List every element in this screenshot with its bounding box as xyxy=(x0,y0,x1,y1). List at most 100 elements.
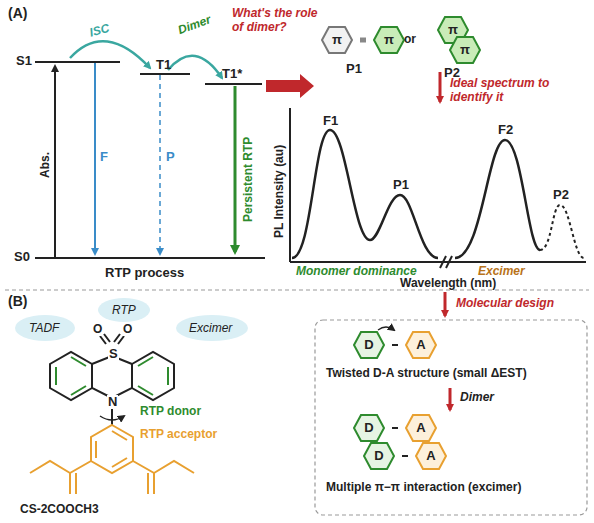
atom-label: S xyxy=(108,347,119,361)
drawing-stroke xyxy=(91,425,133,473)
region-label: Excimer xyxy=(478,264,525,278)
note-label: Ideal spectrum to identify it xyxy=(450,76,570,104)
drawing-stroke xyxy=(168,56,222,78)
process-label: F xyxy=(100,150,108,164)
drawing-stroke xyxy=(111,409,113,425)
property-label: Excimer xyxy=(189,321,232,335)
drawing-stroke xyxy=(15,298,248,341)
drawing-stroke xyxy=(100,416,124,420)
hexagon-ring: π xyxy=(314,26,360,54)
state-label: T1* xyxy=(222,67,242,81)
drawing-stroke xyxy=(54,66,56,257)
drawing-stroke xyxy=(444,292,447,316)
drawing-stroke xyxy=(290,261,586,263)
drawing-stroke xyxy=(449,388,452,410)
drawing-stroke xyxy=(176,315,248,341)
drawing-stroke xyxy=(35,257,265,259)
ring-label: A xyxy=(408,442,454,470)
drawing-stroke xyxy=(56,357,86,395)
role-label: RTP donor xyxy=(140,404,201,418)
hexagon-ring: D xyxy=(356,442,402,470)
drawing-stroke xyxy=(315,320,587,515)
hexagon-ring: A xyxy=(398,331,444,359)
drawing-stroke xyxy=(289,108,291,262)
process-label: Dimer xyxy=(460,390,494,404)
drawing-stroke xyxy=(138,357,168,395)
drawing-stroke xyxy=(140,73,190,75)
question-label: What's the role of dimer? xyxy=(232,6,332,34)
drawing-stroke xyxy=(96,431,127,467)
role-label: RTP acceptor xyxy=(140,427,217,441)
bond-connector xyxy=(392,427,398,429)
drawing-stroke xyxy=(446,256,452,268)
process-label: P xyxy=(166,150,175,164)
property-label: TADF xyxy=(29,321,59,335)
drawing-stroke xyxy=(234,86,237,252)
ring-label: π xyxy=(314,26,360,54)
drawing-stroke xyxy=(439,72,442,102)
bond-connector xyxy=(360,38,366,43)
peak-label: F1 xyxy=(323,114,338,128)
state-label: S0 xyxy=(14,250,30,264)
property-label: RTP xyxy=(112,303,136,317)
ring-label: A xyxy=(398,331,444,359)
ring-label: π xyxy=(442,36,488,64)
axis-label: PL Intensity (au) xyxy=(272,145,286,238)
panel-label: (B) xyxy=(8,294,27,308)
drawing-stroke xyxy=(50,352,92,400)
design-label: Multiple π−π interaction (excimer) xyxy=(326,480,521,494)
conjunction-label: or xyxy=(404,32,416,46)
state-label: S1 xyxy=(16,54,32,68)
bond-connector xyxy=(392,344,398,346)
drawing-stroke xyxy=(94,63,96,254)
hexagon-ring: π xyxy=(442,36,488,64)
caption-label: RTP process xyxy=(105,266,184,280)
drawing-stroke xyxy=(35,61,120,63)
species-label: P1 xyxy=(346,62,362,76)
drawing-stroke xyxy=(132,352,174,400)
ring-label: D xyxy=(356,442,402,470)
drawing-stroke xyxy=(133,461,194,494)
process-label: Abs. xyxy=(38,152,52,178)
drawing-stroke xyxy=(159,75,161,254)
drawing-stroke xyxy=(540,205,584,258)
drawing-stroke xyxy=(205,83,262,85)
axis-label: Wavelength (nm) xyxy=(400,276,496,290)
drawing-stroke xyxy=(98,298,150,322)
compound-name: CS-2COOCH3 xyxy=(20,502,99,516)
drawing-stroke xyxy=(5,290,589,291)
note-label: Molecular design xyxy=(456,296,554,310)
hexagon-ring: A xyxy=(398,414,444,442)
atom-label: N xyxy=(107,395,118,409)
state-label: T1 xyxy=(156,58,171,72)
peak-label: P1 xyxy=(393,178,409,192)
process-label: Dimer xyxy=(176,12,213,37)
drawing-stroke xyxy=(70,41,150,68)
drawing-stroke xyxy=(92,356,112,398)
drawing-stroke xyxy=(35,62,265,258)
hexagon-ring: A xyxy=(408,442,454,470)
ring-label: D xyxy=(346,331,392,359)
drawing-stroke xyxy=(266,74,314,98)
drawing-stroke xyxy=(378,327,394,330)
hexagon-ring: D xyxy=(346,414,392,442)
ring-label: A xyxy=(398,414,444,442)
panel-label: (A) xyxy=(8,6,27,20)
drawing-stroke xyxy=(15,315,75,341)
bond-connector xyxy=(402,455,408,457)
process-label: Persistent RTP xyxy=(241,137,255,222)
drawing-stroke xyxy=(455,140,540,258)
ring-label: D xyxy=(346,414,392,442)
process-label: ISC xyxy=(88,21,111,40)
drawing-stroke xyxy=(292,130,438,258)
design-label: Twisted D-A structure (small ΔEST) xyxy=(326,366,527,380)
atom-label: O xyxy=(92,322,103,336)
region-label: Monomer dominance xyxy=(296,264,417,278)
peak-label: F2 xyxy=(498,123,513,137)
atom-label: O xyxy=(122,322,133,336)
drawing-stroke xyxy=(440,256,446,268)
drawing-stroke xyxy=(30,461,91,494)
drawing-stroke xyxy=(112,356,132,398)
hexagon-ring: D xyxy=(346,331,392,359)
peak-label: P2 xyxy=(553,188,569,202)
